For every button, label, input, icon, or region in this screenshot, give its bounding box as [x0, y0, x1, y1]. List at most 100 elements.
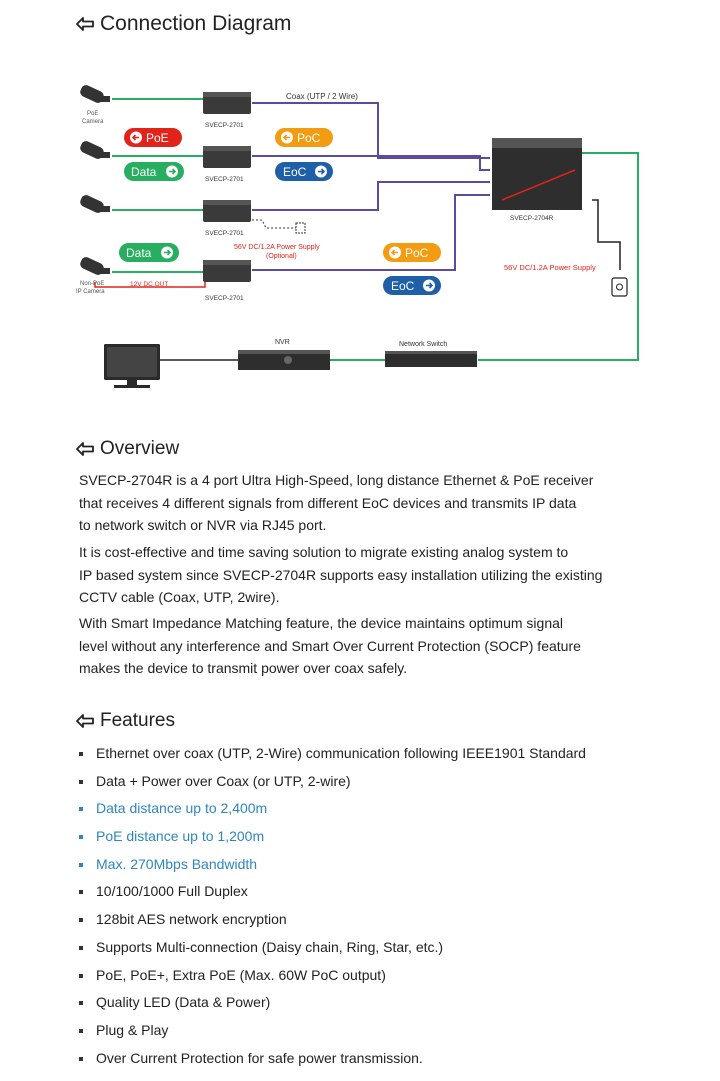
poe-camera-label: PoE — [87, 111, 98, 117]
svg-text:PoE: PoE — [146, 131, 169, 145]
bullet-icon — [79, 862, 83, 867]
eoc-badge: EoC — [275, 162, 333, 181]
transmitter-label: SVECP-2701 — [205, 295, 244, 302]
feature-text: PoE, PoE+, Extra PoE (Max. 60W PoC outpu… — [96, 966, 386, 983]
eoc-badge: EoC — [383, 276, 441, 295]
svg-text:Camera: Camera — [82, 119, 104, 125]
connection-diagram-title: Connection Diagram — [100, 12, 292, 35]
svg-text:EoC: EoC — [391, 279, 415, 293]
arrow-left-icon — [76, 17, 94, 31]
receiver-label: SVECP-2704R — [510, 215, 554, 222]
data-badge: Data — [124, 162, 184, 181]
camera-icon — [80, 195, 110, 213]
transmitter-2: SVECP-2701 — [203, 146, 251, 183]
main-ps-label: 56V DC/1.2A Power Supply — [504, 263, 596, 272]
optional-power-plug — [295, 222, 306, 234]
features-title: Features — [100, 710, 175, 731]
camera-icon — [80, 85, 110, 103]
overview-paragraph-3: With Smart Impedance Matching feature, t… — [79, 615, 581, 676]
overview-paragraph-2: It is cost-effective and time saving sol… — [79, 544, 603, 605]
bullet-icon — [79, 1001, 83, 1006]
bullet-icon — [79, 1028, 83, 1033]
feature-item: Data + Power over Coax (or UTP, 2-wire) — [79, 768, 699, 796]
feature-item: Data distance up to 2,400m — [79, 795, 699, 823]
poc-badge: PoC — [275, 128, 333, 147]
overview-paragraph-1: SVECP-2704R is a 4 port Ultra High-Speed… — [79, 472, 594, 533]
transmitter-label: SVECP-2701 — [205, 230, 244, 237]
svg-text:EoC: EoC — [283, 165, 307, 179]
feature-item: 128bit AES network encryption — [79, 906, 699, 934]
svg-text:Data: Data — [126, 246, 152, 260]
network-switch-device: Network Switch — [385, 341, 477, 367]
camera-data-lines — [112, 98, 205, 273]
feature-text: Plug & Play — [96, 1021, 169, 1038]
transmitter-label: SVECP-2701 — [205, 122, 244, 129]
connection-diagram-heading: Connection Diagram — [76, 12, 291, 36]
receiver-power-line — [592, 199, 621, 270]
feature-text: PoE distance up to 1,200m — [96, 828, 265, 845]
arrow-left-icon — [76, 442, 94, 456]
monitor-icon — [104, 344, 160, 388]
svg-text:PoC: PoC — [297, 131, 321, 145]
svg-text:IP Camera: IP Camera — [76, 289, 105, 295]
bullet-icon — [79, 918, 83, 923]
coax-label: Coax (UTP / 2 Wire) — [286, 92, 358, 101]
receiver-device: SVECP-2704R — [492, 138, 582, 222]
data-badge: Data — [119, 243, 179, 262]
bullet-icon — [79, 890, 83, 895]
feature-item: Supports Multi-connection (Daisy chain, … — [79, 934, 699, 962]
optional-power-line — [252, 219, 296, 229]
feature-item: Plug & Play — [79, 1017, 699, 1045]
feature-item: PoE, PoE+, Extra PoE (Max. 60W PoC outpu… — [79, 962, 699, 990]
camera-icon — [80, 257, 110, 275]
feature-item: Ethernet over coax (UTP, 2-Wire) communi… — [79, 740, 699, 768]
connection-diagram: Coax (UTP / 2 Wire) SVECP-2701 SVECP-270… — [76, 85, 639, 388]
feature-text: 10/100/1000 Full Duplex — [96, 883, 248, 900]
dc-out-line — [94, 278, 206, 288]
receiver-output-line — [478, 152, 639, 361]
bullet-icon — [79, 945, 83, 950]
feature-text: Over Current Protection for safe power t… — [96, 1049, 423, 1066]
feature-text: Quality LED (Data & Power) — [96, 994, 271, 1011]
bullet-icon — [79, 973, 83, 978]
svg-text:PoC: PoC — [405, 246, 429, 260]
optional-ps-label: 56V DC/1.2A Power Supply — [234, 244, 320, 251]
optional-ps-sub: (Optional) — [266, 253, 297, 260]
feature-item: 10/100/1000 Full Duplex — [79, 878, 699, 906]
feature-item: Max. 270Mbps Bandwidth — [79, 851, 699, 879]
features-list: Ethernet over coax (UTP, 2-Wire) communi… — [79, 740, 699, 1072]
bullet-icon — [79, 1056, 83, 1061]
dc-out-label: 12V DC OUT — [130, 281, 168, 288]
feature-text: Max. 270Mbps Bandwidth — [96, 855, 258, 872]
transmitter-label: SVECP-2701 — [205, 176, 244, 183]
feature-text: Data distance up to 2,400m — [96, 800, 268, 817]
nvr-device: NVR — [238, 339, 330, 370]
feature-text: Data + Power over Coax (or UTP, 2-wire) — [96, 772, 351, 789]
coax-lines — [252, 102, 490, 271]
transmitter-4: SVECP-2701 — [203, 260, 251, 302]
nvr-label: NVR — [275, 339, 290, 346]
overview-heading: Overview — [76, 438, 179, 460]
feature-text: Supports Multi-connection (Daisy chain, … — [96, 938, 444, 955]
power-outlet-icon — [611, 277, 628, 297]
feature-text: Ethernet over coax (UTP, 2-Wire) communi… — [96, 745, 586, 761]
bullet-icon — [79, 807, 83, 812]
poc-badge: PoC — [383, 243, 441, 262]
bullet-icon — [79, 779, 83, 784]
overview-title: Overview — [100, 438, 180, 459]
switch-label: Network Switch — [399, 341, 447, 348]
feature-text: 128bit AES network encryption — [96, 911, 287, 928]
feature-item: Quality LED (Data & Power) — [79, 989, 699, 1017]
bullet-icon — [79, 752, 83, 756]
nonpoe-camera-label: Non-PoE — [80, 281, 104, 287]
feature-item: PoE distance up to 1,200m — [79, 823, 699, 851]
transmitter-1: SVECP-2701 — [203, 92, 251, 129]
camera-icon — [80, 141, 110, 159]
features-heading: Features — [76, 710, 175, 732]
poe-badge: PoE — [124, 128, 182, 147]
transmitter-3: SVECP-2701 — [203, 200, 251, 237]
arrow-left-icon — [76, 714, 94, 728]
feature-item: Over Current Protection for safe power t… — [79, 1045, 699, 1073]
svg-text:Data: Data — [131, 165, 157, 179]
bullet-icon — [79, 835, 83, 840]
